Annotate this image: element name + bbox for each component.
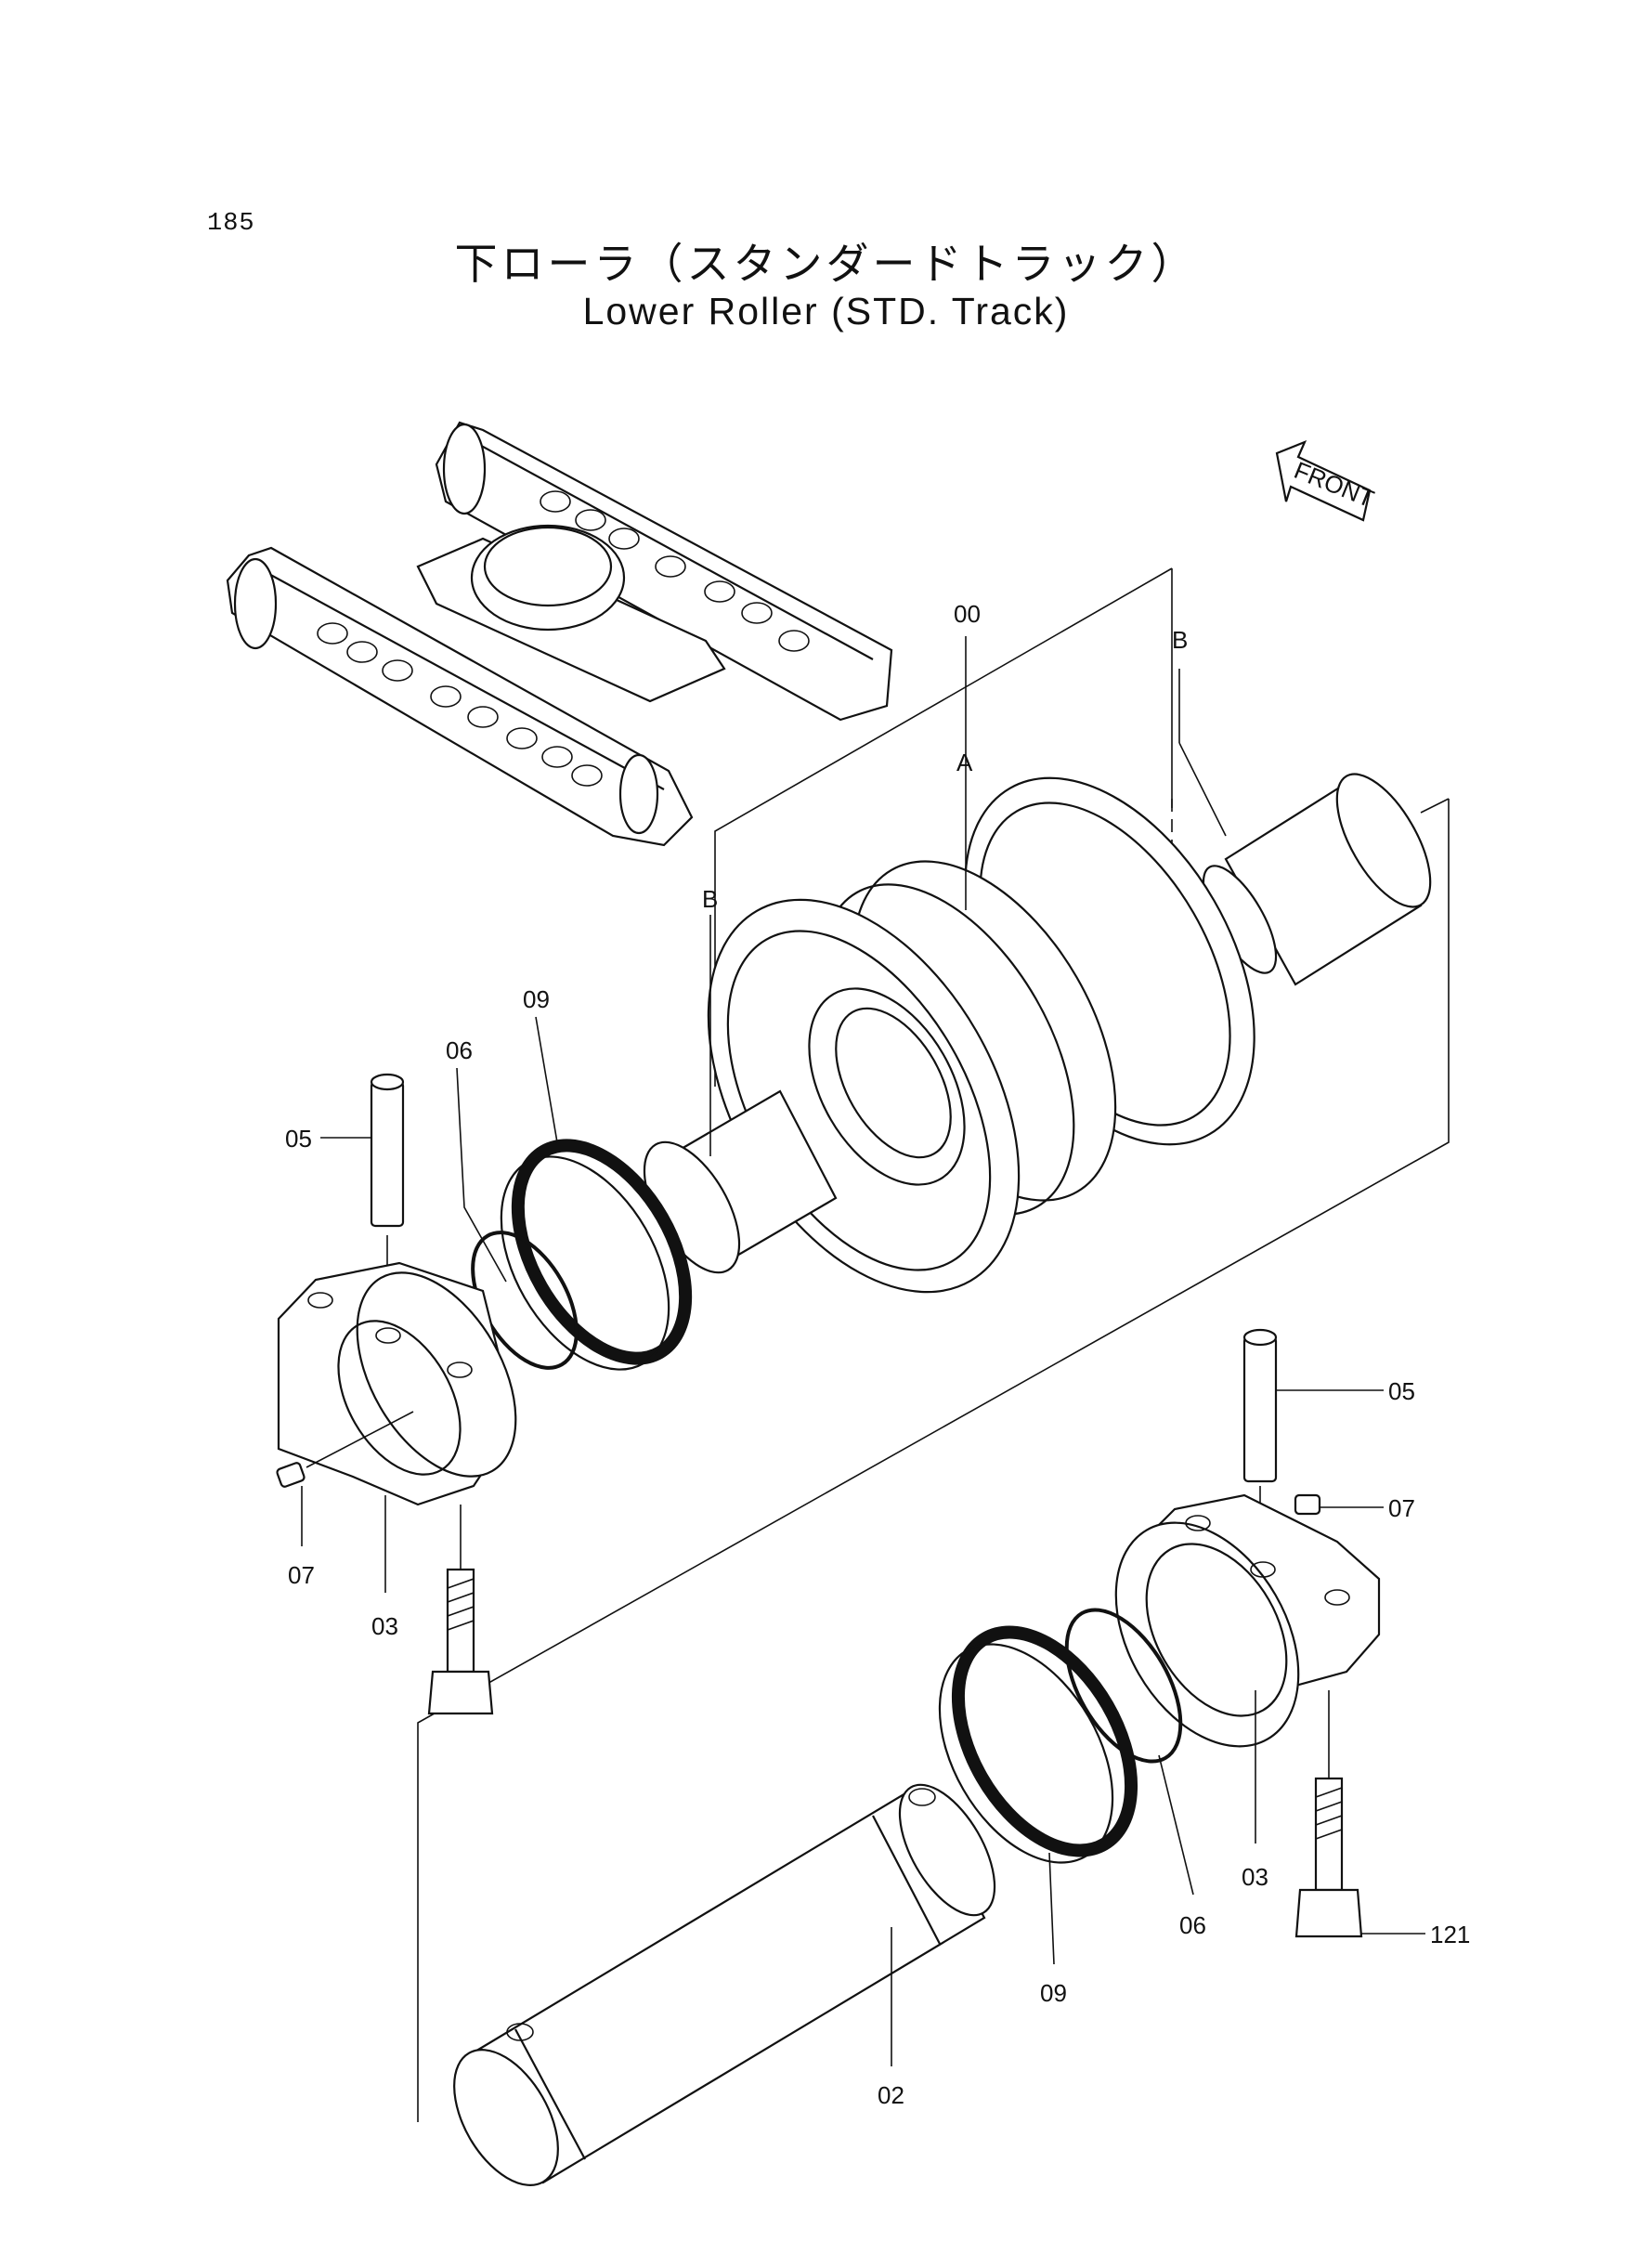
bolt-left <box>427 1568 494 1715</box>
label-ref-a: A <box>956 749 973 776</box>
label-pin-right-05: 05 <box>1388 1377 1415 1405</box>
title-english: Lower Roller (STD. Track) <box>582 290 1070 332</box>
seal-right <box>938 1625 1138 1864</box>
shaft <box>453 1783 996 2186</box>
label-ref-b-left: B <box>702 885 718 913</box>
label-bolt-right-121: 121 <box>1430 1921 1470 1948</box>
label-plug-right-07: 07 <box>1388 1494 1415 1522</box>
label-plug-left-07: 07 <box>288 1561 315 1589</box>
plug-left <box>276 1462 306 1488</box>
collar-right <box>1114 1493 1381 1748</box>
pin-left <box>370 1073 405 1228</box>
title-japanese: 下ローラ（スタンダードトラック） <box>454 239 1198 289</box>
bolt-right <box>1294 1777 1363 1938</box>
label-seal-right-09: 09 <box>1040 1979 1067 2007</box>
roller-body <box>643 773 1432 1294</box>
label-oring-right-06: 06 <box>1179 1911 1206 1939</box>
label-pin-left-05: 05 <box>285 1125 312 1153</box>
label-assembly-00: 00 <box>954 600 981 628</box>
label-oring-left-06: 06 <box>446 1036 473 1064</box>
label-seal-left-09: 09 <box>523 985 550 1013</box>
plug-right <box>1294 1493 1321 1516</box>
collar-left <box>277 1261 517 1506</box>
page-number: 185 <box>207 210 255 238</box>
frame-end-upper <box>442 423 487 515</box>
swing-circle <box>470 524 626 632</box>
label-ref-b-top: B <box>1172 626 1188 654</box>
seal-left <box>500 1139 693 1371</box>
track-frame-illustration <box>226 421 893 847</box>
frame-end-lower <box>233 557 278 650</box>
callout-labels: 00 A B B 09 06 05 07 03 05 07 03 06 121 … <box>285 600 1470 2109</box>
label-collar-left-03: 03 <box>371 1612 398 1640</box>
pin-right <box>1242 1328 1278 1483</box>
label-collar-right-03: 03 <box>1242 1863 1268 1891</box>
oring-right <box>1064 1608 1183 1764</box>
front-direction-marker: FRONT <box>1275 439 1378 522</box>
label-shaft-02: 02 <box>878 2081 904 2109</box>
leader-lines <box>301 636 1425 2066</box>
